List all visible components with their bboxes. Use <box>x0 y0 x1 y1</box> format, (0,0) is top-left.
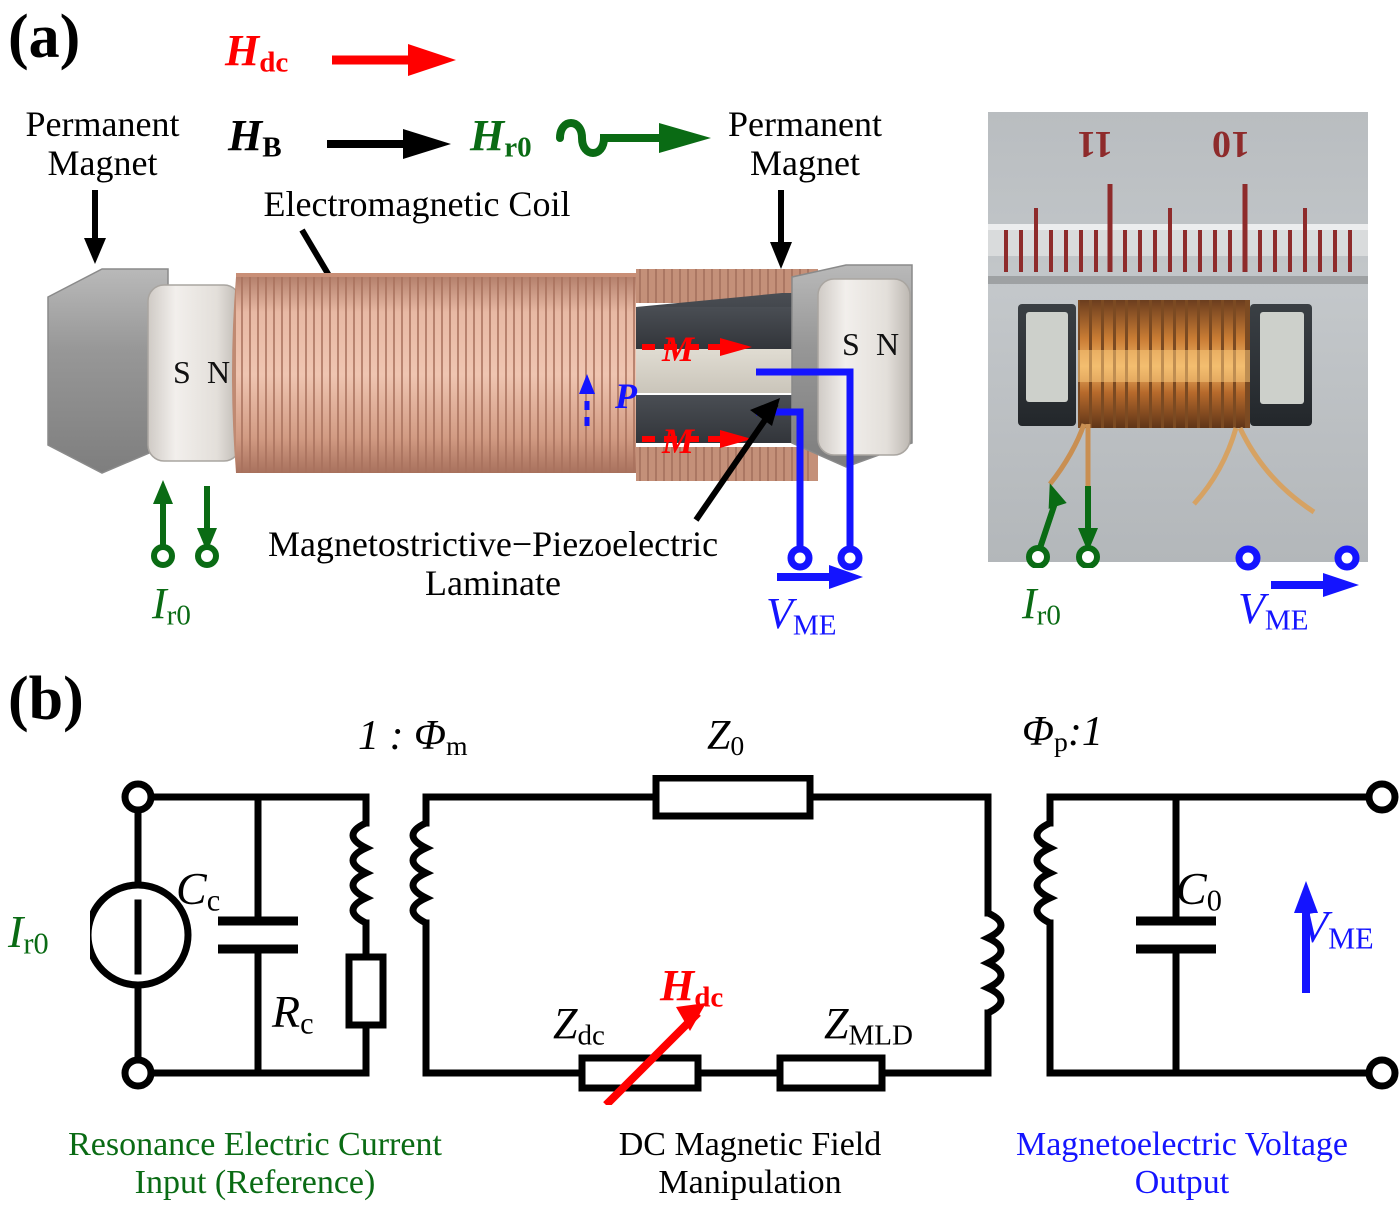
permanent-magnet-right-line2: Magnet <box>750 142 860 183</box>
hdc-field-annotation: Hdc <box>225 25 288 79</box>
input-terminals <box>151 480 219 568</box>
electromagnetic-coil-annotation: Electromagnetic Coil <box>263 184 571 224</box>
cc-label: Cc <box>176 863 221 918</box>
middle-caption-line1: DC Magnetic Field <box>618 1126 882 1163</box>
device-3d-illustration: S N <box>47 264 913 481</box>
permanent-magnet-right-pointer-icon <box>770 190 792 269</box>
output-caption-line2: Output <box>1134 1164 1230 1202</box>
hdc-arrow-icon <box>332 44 456 76</box>
vme-direction-arrow-icon <box>777 565 863 589</box>
polarization-label: P <box>615 376 637 416</box>
rc-label: Rc <box>272 986 314 1041</box>
svg-text:N: N <box>876 326 899 362</box>
hr0-label: Hr0 <box>470 111 532 164</box>
magnetization-bottom-arrow-icon <box>642 430 752 448</box>
svg-text:S: S <box>173 354 191 390</box>
vme-circuit-label: VME <box>1300 901 1374 956</box>
permanent-magnet-left-line2: Magnet <box>47 142 158 183</box>
laminate-annotation: Magnetostrictive−Piezoelectric Laminate <box>228 525 758 603</box>
z0-label: Z0 <box>707 713 745 762</box>
magnetization-bottom-label: M <box>662 421 695 461</box>
hb-field-annotation: HB <box>228 110 282 164</box>
input-caption-line2: Input (Reference) <box>134 1164 376 1202</box>
output-caption: Magnetoelectric Voltage Output <box>962 1126 1400 1202</box>
output-caption-line1: Magnetoelectric Voltage <box>1015 1126 1348 1163</box>
photo-vme-label: VME <box>1238 584 1309 637</box>
permanent-magnet-left-annotation: Permanent Magnet <box>5 105 200 183</box>
zdc-label: Zdc <box>553 999 605 1052</box>
permanent-magnet-left-pointer-icon <box>84 190 106 264</box>
vme-label: VME <box>766 589 837 642</box>
laminate-line2: Laminate <box>425 562 561 603</box>
zmld-label: ZMLD <box>824 999 913 1052</box>
svg-text:N: N <box>207 354 230 390</box>
middle-caption-line2: Manipulation <box>658 1164 842 1202</box>
permanent-magnet-left-line1: Permanent <box>25 104 180 144</box>
polarization-arrow-icon <box>579 374 595 426</box>
equivalent-circuit-diagram <box>90 775 1399 1105</box>
middle-caption: DC Magnetic Field Manipulation <box>560 1126 940 1202</box>
hb-arrow-icon <box>327 129 451 159</box>
ir0-label: Ir0 <box>152 579 191 632</box>
hb-label: HB <box>228 111 282 164</box>
hdc-label: Hdc <box>225 26 289 79</box>
laminate-line1: Magnetostrictive−Piezoelectric <box>267 524 719 564</box>
svg-text:10: 10 <box>1212 123 1250 165</box>
magnetization-top-label: M <box>662 329 695 369</box>
permanent-magnet-right-line1: Permanent <box>728 104 882 144</box>
ir0-source-label: Ir0 <box>8 906 49 961</box>
photo-ir0-label: Ir0 <box>1022 579 1061 632</box>
input-caption: Resonance Electric Current Input (Refere… <box>10 1126 500 1202</box>
input-transformer-ratio-label: 1 : Φm <box>358 713 468 762</box>
hr0-wavy-arrow-icon <box>556 119 711 157</box>
laminate-pointer-icon <box>693 398 780 522</box>
hdc-control-label: Hdc <box>660 961 724 1014</box>
panel-a-label: (a) <box>8 3 81 71</box>
svg-text:S: S <box>842 326 860 362</box>
panel-b-label: (b) <box>8 665 84 733</box>
output-transformer-ratio-label: Φp:1 <box>1022 709 1103 758</box>
permanent-magnet-right-annotation: Permanent Magnet <box>700 105 910 183</box>
hr0-field-annotation: Hr0 <box>470 110 532 164</box>
svg-text:11: 11 <box>1077 123 1113 165</box>
c0-label: C0 <box>1176 863 1222 918</box>
magnetization-top-arrow-icon <box>642 338 752 356</box>
input-caption-line1: Resonance Electric Current <box>68 1126 442 1163</box>
photo-input-terminals <box>1026 483 1100 568</box>
photo-output-terminals <box>1235 545 1360 597</box>
